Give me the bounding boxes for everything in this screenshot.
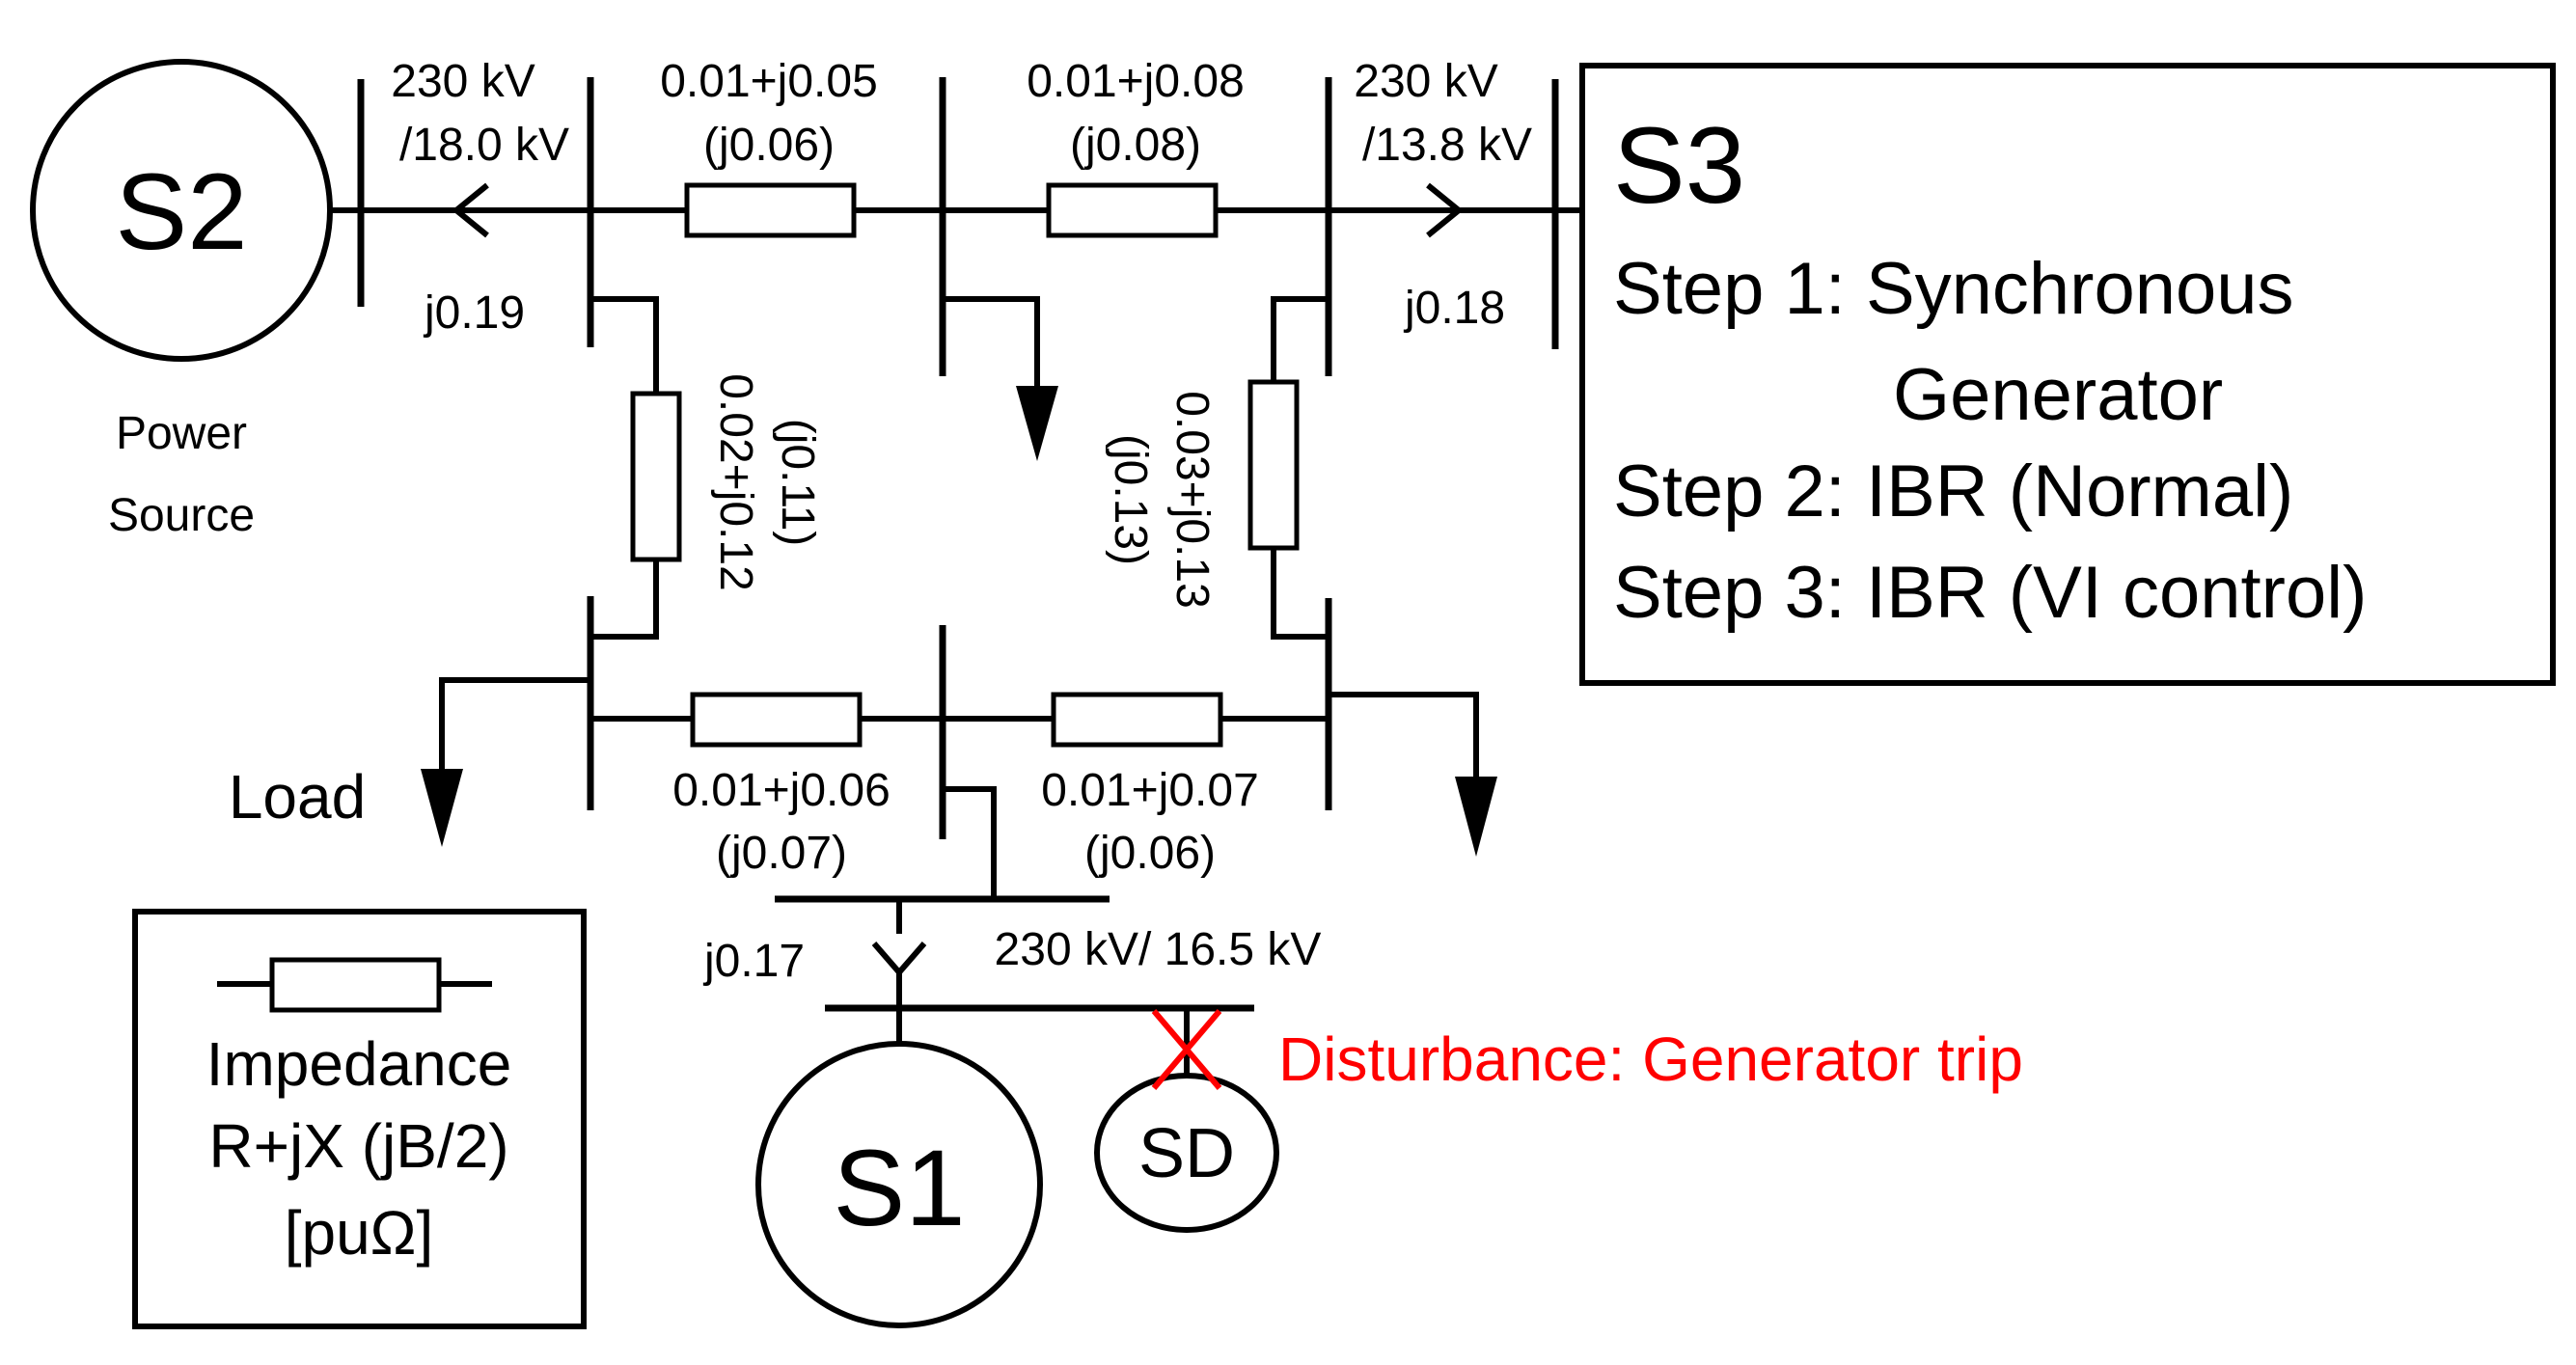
line-d-e-label-2: (j0.07) — [716, 828, 847, 879]
bus-d-load-arrow — [421, 769, 463, 847]
sd-generator-circle — [1094, 1073, 1279, 1233]
impedance-e-f — [1051, 692, 1223, 748]
disturbance-cross-b — [1151, 1009, 1222, 1090]
line-b-c-label-2: (j0.08) — [1070, 120, 1201, 171]
bus-d-load-branch — [439, 677, 590, 772]
s3-box — [1579, 63, 2556, 686]
s2-desc-line2: Source — [108, 490, 255, 541]
impedance-a-b — [684, 182, 857, 238]
bus-b-load-arrow — [1016, 386, 1058, 461]
impedance-a-d — [630, 391, 682, 562]
legend-line-1: Impedance — [206, 1029, 512, 1099]
s3-transformer-reactance: j0.18 — [1403, 283, 1505, 334]
line-b-c-label-1: 0.01+j0.08 — [1027, 56, 1245, 107]
line-d-e-label-1: 0.01+j0.06 — [672, 765, 891, 816]
line-c-f-label-1: 0.03+j0.13 — [1166, 391, 1218, 609]
s3-transformer-symbol — [1426, 182, 1464, 238]
line-a-b-label-1: 0.01+j0.05 — [660, 56, 878, 107]
s2-label: S2 — [116, 151, 248, 272]
line-e-f-label-2: (j0.06) — [1084, 828, 1216, 879]
line-a-d-label-2: (j0.11) — [772, 419, 823, 547]
s3-label: S3 — [1613, 105, 1745, 226]
s1-transformer-ratio: 230 kV/ 16.5 kV — [995, 924, 1322, 975]
s2-transformer-reactance: j0.19 — [423, 287, 525, 339]
bus-b-load-branch — [943, 296, 1040, 391]
s1-generator-circle — [755, 1041, 1043, 1328]
s2-desc-line1: Power — [116, 408, 247, 459]
sd-label: SD — [1138, 1115, 1235, 1192]
line-a-d-label-1: 0.02+j0.12 — [710, 373, 761, 591]
legend-impedance-symbol — [269, 957, 442, 1013]
bus-f-load-arrow — [1455, 777, 1497, 857]
bus-f-load-branch — [1329, 692, 1479, 779]
line-a-b-label-2: (j0.06) — [703, 120, 835, 171]
load-label: Load — [229, 762, 366, 832]
s3-step3: Step 3: IBR (VI control) — [1613, 552, 2367, 634]
s1-transformer-symbol — [871, 942, 927, 977]
s3-step1-cont: Generator — [1893, 354, 2223, 436]
impedance-b-c — [1046, 182, 1219, 238]
disturbance-label: Disturbance: Generator trip — [1278, 1024, 2023, 1094]
s3-transformer-ratio-1: 230 kV — [1354, 56, 1497, 107]
legend-line-2: R+jX (jB/2) — [208, 1111, 508, 1181]
s2-transformer-symbol — [452, 182, 489, 238]
s3-step1: Step 1: Synchronous — [1613, 248, 2294, 330]
line-e-f-label-1: 0.01+j0.07 — [1041, 765, 1259, 816]
s1-label: S1 — [834, 1128, 966, 1248]
s3-transformer-ratio-2: /13.8 kV — [1362, 120, 1532, 171]
s2-transformer-ratio-1: 230 kV — [391, 56, 534, 107]
s2-transformer-ratio-2: /18.0 kV — [399, 120, 569, 171]
impedance-d-e — [690, 692, 863, 748]
legend-box — [132, 909, 587, 1329]
legend-line-3: [puΩ] — [285, 1198, 434, 1268]
bus-e-s1-feeder — [943, 786, 997, 899]
s3-step2: Step 2: IBR (Normal) — [1613, 450, 2293, 532]
s1-transformer-reactance: j0.17 — [702, 936, 805, 987]
impedance-c-f — [1247, 379, 1300, 551]
line-c-f-label-2: (j0.13) — [1105, 434, 1156, 565]
